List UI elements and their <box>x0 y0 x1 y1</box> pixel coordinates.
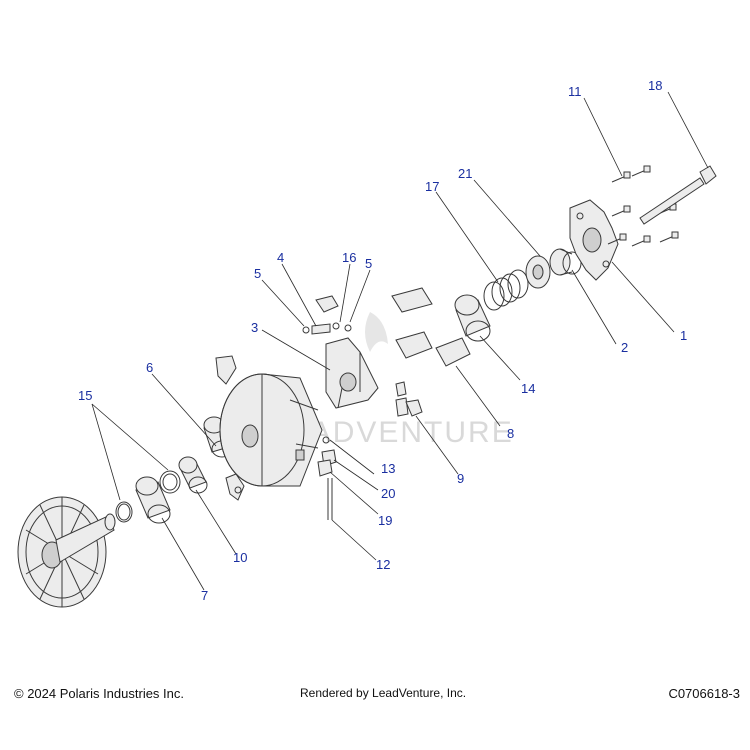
callout-5-right: 5 <box>365 256 372 271</box>
callout-10: 10 <box>233 550 247 565</box>
callout-7: 7 <box>201 588 208 603</box>
spider-part <box>325 337 379 409</box>
callout-19: 19 <box>378 513 392 528</box>
callout-20: 20 <box>381 486 395 501</box>
flyweight-upper-part <box>215 355 237 385</box>
callout-16: 16 <box>342 250 356 265</box>
roller-screw-part <box>317 436 337 520</box>
catalog-number: C0706618-3 <box>668 686 740 701</box>
pin-and-rings-part <box>302 322 352 335</box>
callout-21: 21 <box>458 166 472 181</box>
o-ring-part-2 <box>159 470 181 494</box>
bolts-11-part <box>607 165 679 247</box>
copyright-text: © 2024 Polaris Industries Inc. <box>14 686 184 701</box>
shoe-8-part <box>391 287 471 367</box>
callout-17: 17 <box>425 179 439 194</box>
leader-lines <box>91 91 709 591</box>
clip-upper-part <box>315 295 339 313</box>
flyweight-lower-part <box>225 473 245 501</box>
callout-3: 3 <box>251 320 258 335</box>
callout-15: 15 <box>78 388 92 403</box>
callout-12: 12 <box>376 557 390 572</box>
long-bolt-18-part <box>639 165 717 225</box>
callout-1: 1 <box>680 328 687 343</box>
bushing-part <box>135 476 171 524</box>
callout-4: 4 <box>277 250 284 265</box>
rendered-by-text: Rendered by LeadVenture, Inc. <box>300 686 467 700</box>
callouts: 1 2 3 4 5 5 6 7 8 9 10 11 12 13 14 15 16… <box>78 78 687 603</box>
bushing-10-part <box>178 456 208 494</box>
cover-1-part <box>569 199 619 281</box>
callout-14: 14 <box>521 381 535 396</box>
callout-6: 6 <box>146 360 153 375</box>
callout-11: 11 <box>568 84 582 99</box>
roller-9-part <box>395 381 423 417</box>
fixed-sheave-part <box>17 496 116 608</box>
spring-17-part <box>483 269 529 311</box>
sleeve-14-part <box>454 294 491 342</box>
movable-sheave-part <box>219 373 323 487</box>
callout-13: 13 <box>381 461 395 476</box>
callout-8: 8 <box>507 426 514 441</box>
washer-21-part <box>525 255 551 289</box>
o-ring-part <box>115 501 133 523</box>
bushing-2-part <box>549 248 582 276</box>
callout-5-left: 5 <box>254 266 261 281</box>
callout-9: 9 <box>457 471 464 486</box>
callout-18: 18 <box>648 78 662 93</box>
callout-2: 2 <box>621 340 628 355</box>
